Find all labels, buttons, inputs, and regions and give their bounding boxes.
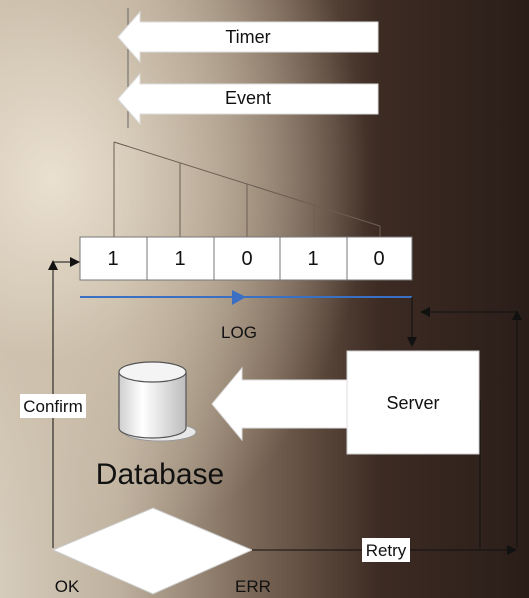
decision-diamond: [51, 507, 254, 595]
register-cell: [346, 236, 413, 281]
confirm-label: Confirm: [23, 397, 83, 416]
register: 1 1 0 1 0: [79, 236, 413, 281]
register-cell-value: 1: [107, 248, 118, 270]
event-label: Event: [225, 88, 271, 108]
register-cell: [279, 236, 348, 281]
log-arrow: [80, 290, 412, 305]
timer-arrow: Timer: [117, 10, 379, 64]
register-cell: [146, 236, 215, 281]
register-cell: [213, 236, 281, 281]
decision-err-label: ERR: [235, 577, 271, 596]
database-icon: [118, 361, 197, 442]
register-cell-value: 0: [241, 248, 252, 270]
log-label: LOG: [221, 323, 257, 342]
retry-label-box: [362, 538, 410, 562]
register-cell-value: 0: [373, 248, 384, 270]
server-box: Server: [346, 350, 480, 455]
register-cell: [79, 236, 148, 281]
decision-ok-label: OK: [55, 577, 80, 596]
event-arrow: Event: [117, 72, 379, 126]
database-label: Database: [96, 458, 224, 491]
register-cell-value: 1: [307, 248, 318, 270]
timer-label: Timer: [225, 27, 270, 47]
server-rect: [346, 350, 480, 455]
server-to-database-arrow: [211, 366, 348, 442]
event-arrow-shape: [117, 72, 379, 126]
confirm-label-box: [20, 394, 86, 418]
register-fan-lines: [113, 141, 381, 237]
timer-arrow-shape: [117, 10, 379, 64]
register-cell-value: 1: [174, 248, 185, 270]
server-label: Server: [386, 393, 439, 413]
retry-label: Retry: [366, 541, 407, 560]
